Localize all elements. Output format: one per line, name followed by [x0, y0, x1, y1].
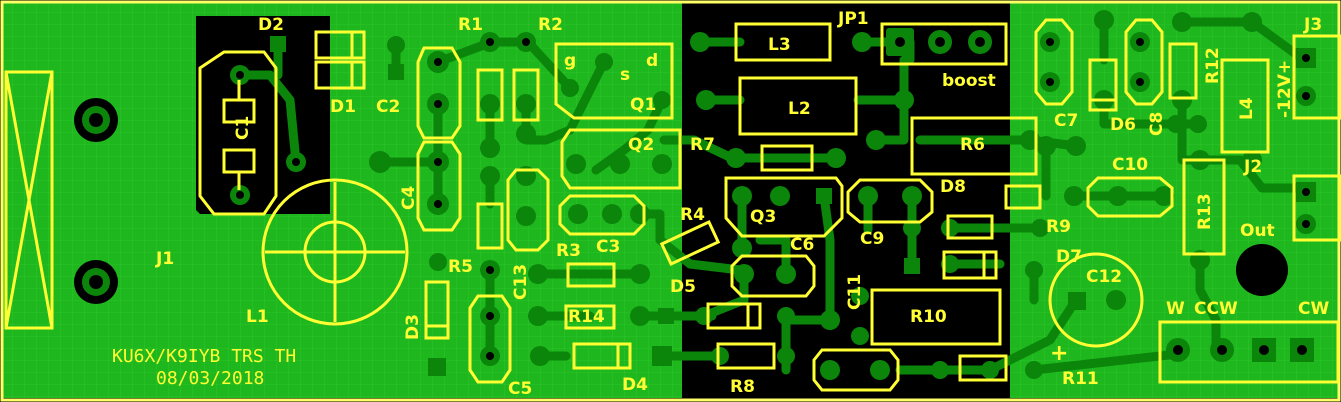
silkscreen: [4, 18, 1341, 392]
label-c5: C5: [508, 379, 532, 399]
label-supply: -12V+: [1275, 60, 1295, 118]
label-c6: C6: [790, 235, 814, 255]
label-r13: R13: [1195, 193, 1215, 230]
label-d3: D3: [403, 314, 423, 340]
label-c13: C13: [511, 264, 531, 300]
pad-holes: [236, 37, 1310, 360]
label-w: W: [1166, 299, 1185, 319]
credit-line-1: KU6X/K9IYB TRS TH: [112, 346, 296, 367]
label-l3: L3: [768, 35, 791, 55]
label-q1: Q1: [630, 95, 656, 115]
polarity-mark: +: [1050, 341, 1068, 366]
label-r6: R6: [960, 135, 985, 155]
label-d6: D6: [1110, 115, 1136, 135]
label-r10: R10: [910, 307, 947, 327]
label-c9: C9: [860, 229, 884, 249]
label-r11: R11: [1062, 369, 1099, 389]
label-l4: L4: [1237, 97, 1257, 120]
label-d5: D5: [670, 277, 696, 297]
label-r3: R3: [556, 241, 581, 261]
label-r7: R7: [690, 135, 715, 155]
label-d1: D1: [330, 97, 356, 117]
label-r4: R4: [680, 205, 705, 225]
label-r1: R1: [458, 15, 483, 35]
label-r8: R8: [730, 377, 755, 397]
label-r9: R9: [1046, 217, 1071, 237]
label-out: Out: [1240, 221, 1275, 241]
label-c2: C2: [376, 97, 400, 117]
label-r12: R12: [1203, 47, 1223, 84]
label-c7: C7: [1054, 111, 1078, 131]
label-r14: R14: [568, 307, 605, 327]
label-j3: J3: [1303, 15, 1322, 35]
label-c4: C4: [399, 186, 419, 210]
label-l1: L1: [246, 307, 269, 327]
mounting-holes: [74, 98, 1288, 304]
label-c8: C8: [1147, 112, 1167, 136]
label-q2: Q2: [628, 135, 654, 155]
label-j1: J1: [155, 249, 174, 269]
label-q1-s: s: [620, 65, 630, 85]
label-c1: C1: [233, 116, 253, 140]
label-c11: C11: [845, 274, 865, 310]
label-j2: J2: [1243, 157, 1262, 177]
label-c10: C10: [1112, 155, 1148, 175]
label-c3: C3: [596, 237, 620, 257]
label-d7: D7: [1056, 247, 1082, 267]
label-l2: L2: [788, 99, 811, 119]
label-c12: C12: [1086, 267, 1122, 287]
credit-line-2: 08/03/2018: [156, 368, 264, 389]
label-boost: boost: [942, 71, 996, 91]
label-d2: D2: [258, 15, 284, 35]
label-ccw: CCW: [1194, 299, 1238, 319]
label-q3: Q3: [750, 207, 776, 227]
label-q1-g: g: [564, 51, 576, 71]
label-cw: CW: [1298, 299, 1329, 319]
label-q1-d: d: [646, 51, 658, 71]
label-r5: R5: [448, 257, 473, 277]
label-jp1: JP1: [837, 9, 869, 29]
label-d8: D8: [940, 177, 966, 197]
label-r2: R2: [538, 15, 563, 35]
label-d4: D4: [622, 375, 648, 395]
component-labels: D2 D1 C1 C2 R1 R2 JP1 J3 L3 L2 boost Q1 …: [155, 9, 1329, 399]
